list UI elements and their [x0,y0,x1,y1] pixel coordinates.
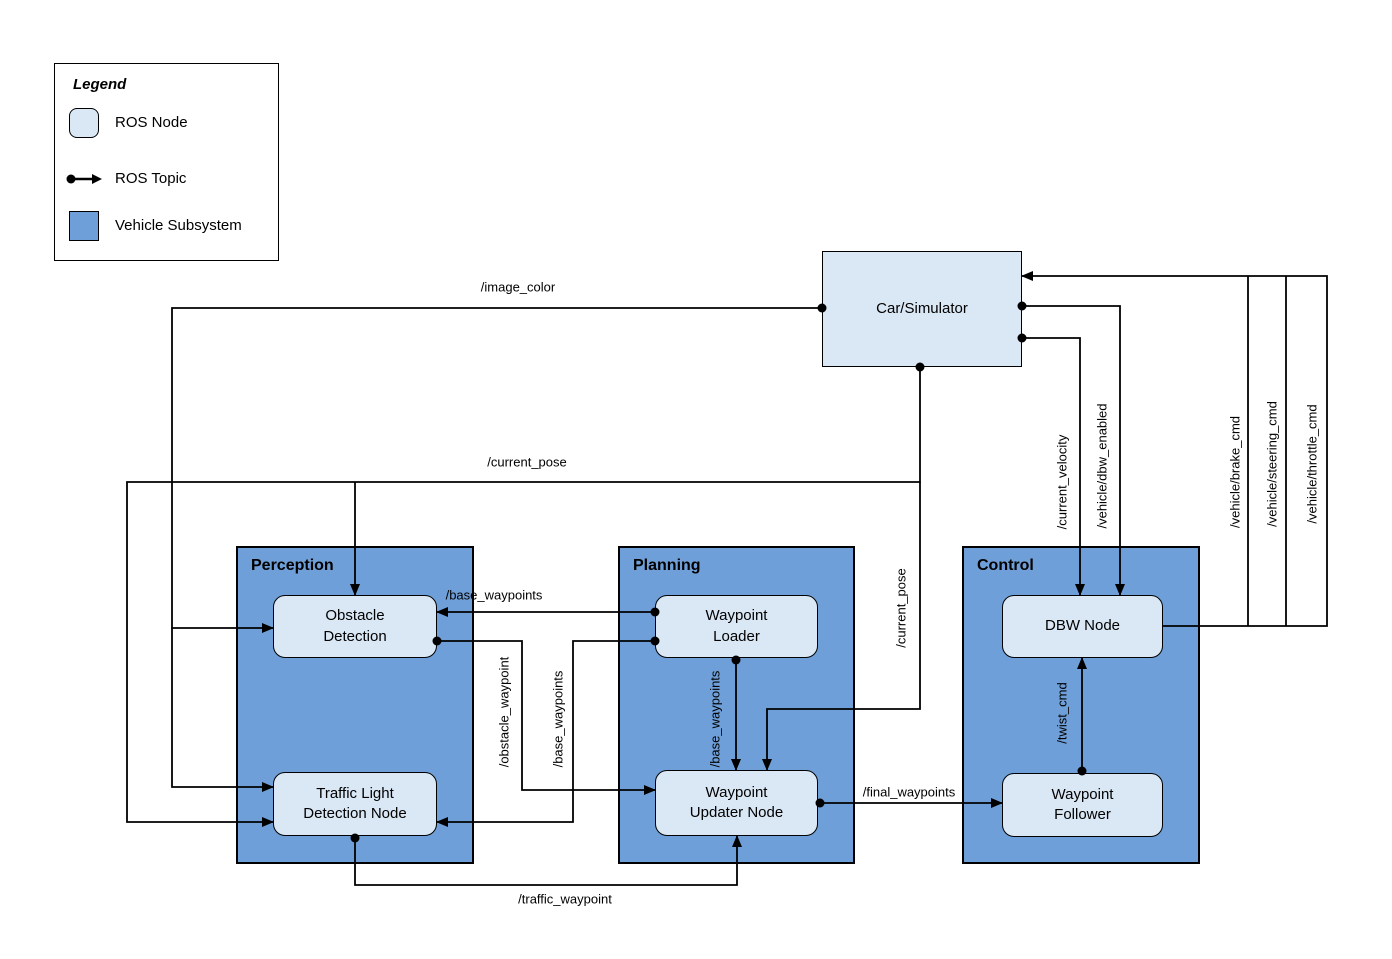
node-obstacle-detection: Obstacle Detection [273,595,437,658]
node-waypoint-follower-label: Waypoint Follower [1051,785,1114,823]
vehicle-subsystem-swatch-icon [69,211,99,241]
node-dbw-label: DBW Node [1044,617,1121,635]
node-traffic-light-detection-label: Traffic Light Detection Node [303,784,407,822]
node-car-simulator: Car/Simulator [822,251,1022,367]
legend-item-ros-node: ROS Node [115,114,188,131]
topic-label-base-waypoints-mid: /base_waypoints [550,670,566,768]
topic-label-base-waypoints: /base_waypoints [445,587,543,603]
topic-label-traffic-waypoint: /traffic_waypoint [518,891,612,907]
topic-label-obstacle-waypoint: /obstacle_waypoint [496,656,512,768]
topic-label-image-color: /image_color [480,279,556,295]
topic-label-steering-cmd: /vehicle/steering_cmd [1264,401,1280,527]
node-waypoint-updater: Waypoint Updater Node [655,770,818,836]
legend-title: Legend [73,76,127,93]
subsystem-control-label: Control [977,557,1034,574]
node-waypoint-loader-label: Waypoint Loader [705,607,768,645]
legend-item-vehicle-subsystem: Vehicle Subsystem [115,217,242,234]
topic-label-dbw-enabled: /vehicle/dbw_enabled [1094,403,1110,529]
topic-label-final-waypoints: /final_waypoints [862,784,956,800]
topic-label-current-pose-vertical: /current_pose [893,568,909,648]
topic-label-twist-cmd: /twist_cmd [1054,682,1070,744]
topic-label-base-waypoints-vertical: /base_waypoints [707,670,723,768]
node-car-simulator-label: Car/Simulator [876,299,968,317]
node-waypoint-follower: Waypoint Follower [1002,773,1163,837]
legend: Legend ROS Node ROS Topic Vehicle Subsys… [54,63,279,261]
legend-item-ros-topic: ROS Topic [115,170,187,187]
node-obstacle-detection-label: Obstacle Detection [323,607,387,645]
node-traffic-light-detection: Traffic Light Detection Node [273,772,437,836]
ros-node-swatch-icon [69,108,99,138]
node-dbw: DBW Node [1002,595,1163,658]
topic-label-current-pose: /current_pose [487,454,567,470]
subsystem-planning-label: Planning [633,557,701,574]
topic-label-current-velocity: /current_velocity [1054,434,1070,530]
topic-label-brake-cmd: /vehicle/brake_cmd [1227,416,1243,528]
node-waypoint-loader: Waypoint Loader [655,595,818,658]
subsystem-perception-label: Perception [251,557,334,574]
node-waypoint-updater-label: Waypoint Updater Node [689,783,784,821]
ros-topic-arrow-icon [66,174,102,184]
topic-label-throttle-cmd: /vehicle/throttle_cmd [1304,404,1320,524]
